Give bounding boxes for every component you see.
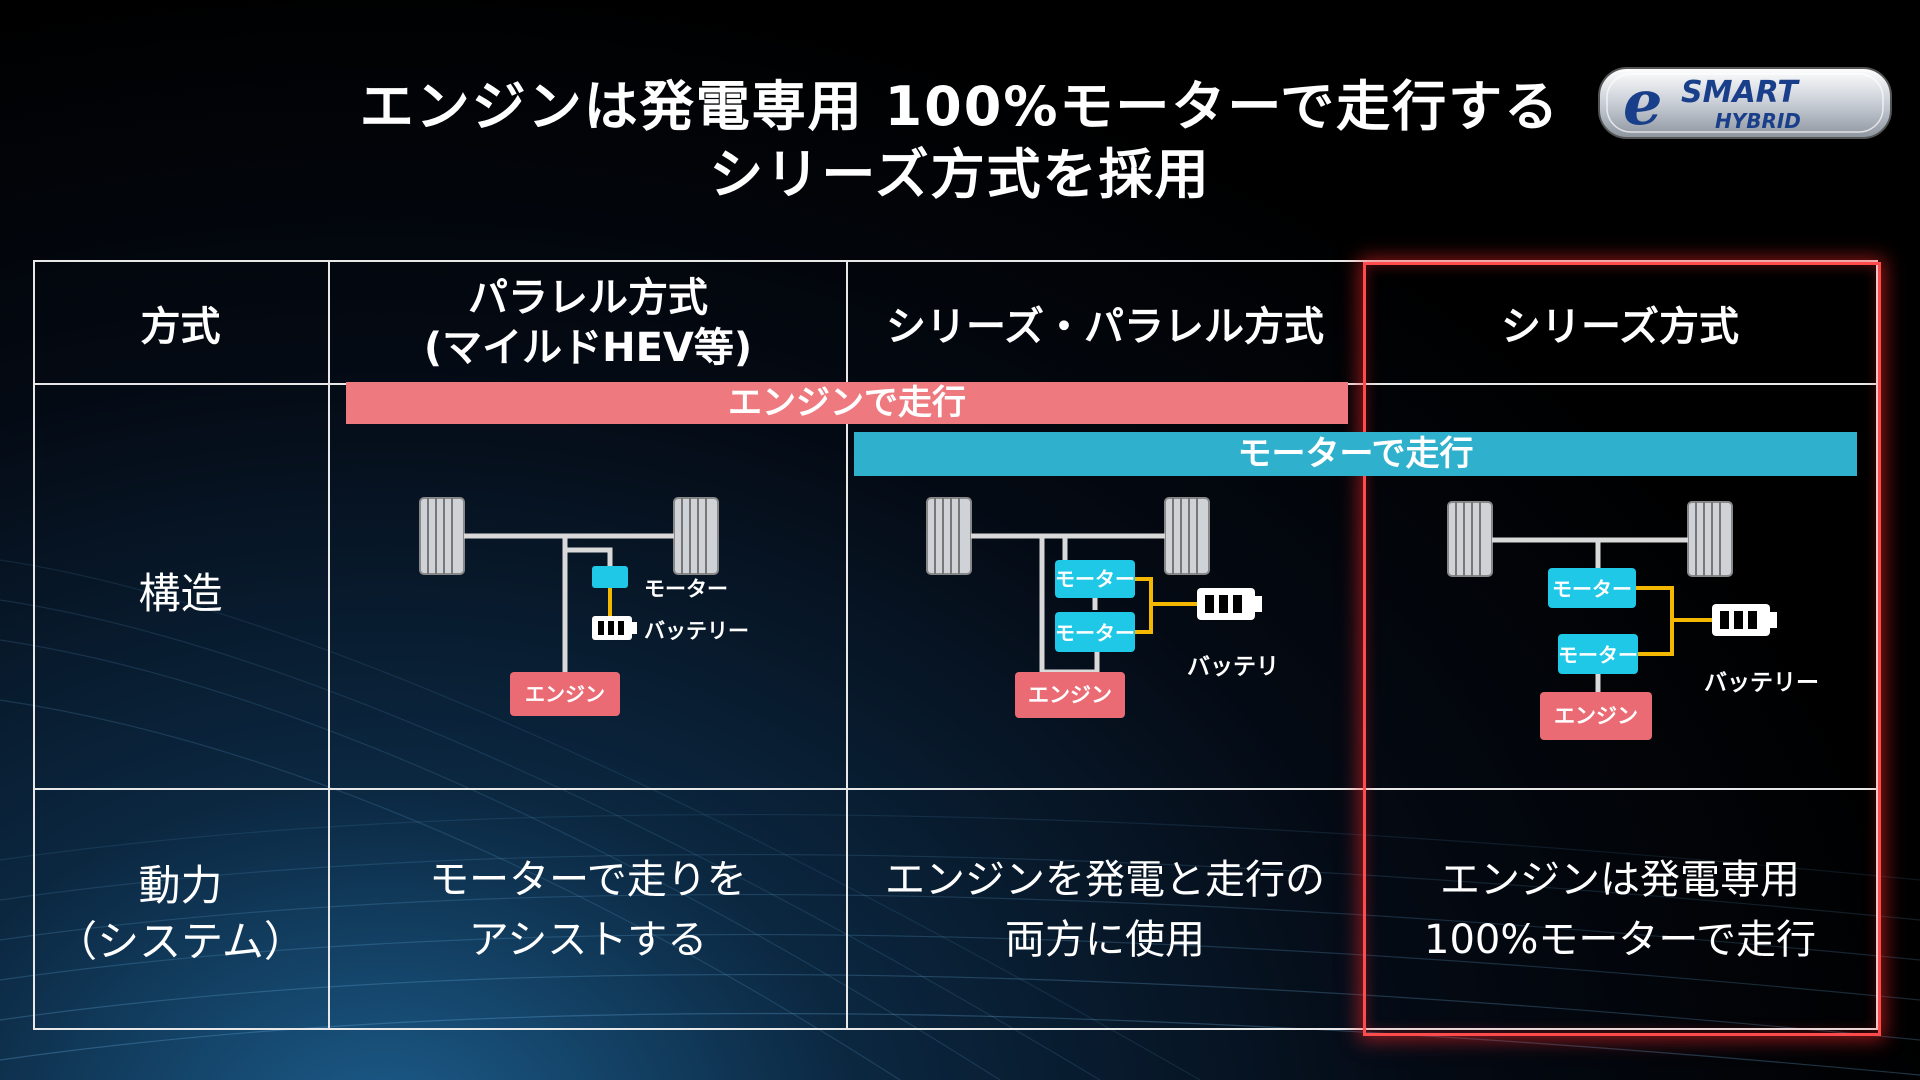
motor-box [592, 566, 628, 588]
esmart-hybrid-logo: e SMART HYBRID [1598, 66, 1892, 139]
battery-icon [1712, 604, 1777, 636]
power-series-parallel: エンジンを発電と走行の 両方に使用 [848, 850, 1362, 970]
wheel-icon [1164, 497, 1210, 575]
battery-label: バッテリー [1704, 670, 1819, 696]
motor-label: モーター [644, 577, 728, 601]
table-divider [328, 260, 330, 1030]
row-label-power-line1: 動力 [138, 861, 223, 910]
logo-hybrid: HYBRID [1715, 109, 1801, 133]
battery-label: バッテリー [1187, 654, 1275, 680]
engine-label: エンジン [1554, 704, 1638, 728]
drive-shaft [1492, 537, 1688, 568]
header-parallel-line1: パラレル方式 [468, 275, 708, 321]
battery-icon [1197, 588, 1262, 620]
table-divider [33, 788, 1878, 790]
header-parallel-line2: (マイルドHEV等) [423, 325, 753, 371]
wheel-icon [673, 497, 719, 575]
engine-box [1540, 692, 1652, 740]
power-parallel-line2: アシストする [468, 917, 708, 963]
header-series: シリーズ方式 [1501, 304, 1739, 350]
motor-box [1055, 560, 1135, 598]
row-label-power-line2: （システム） [55, 917, 306, 966]
motor-box [1055, 612, 1135, 652]
power-series-parallel-line1: エンジンを発電と走行の [885, 857, 1325, 903]
motor-box [1558, 634, 1638, 674]
header-series-parallel: シリーズ・パラレル方式 [886, 304, 1324, 350]
power-series-parallel-line2: 両方に使用 [1005, 917, 1205, 963]
series-structure-diagram: モーター モーター バッテリー エンジン [1447, 501, 1819, 740]
logo-mark: e [1623, 66, 1662, 139]
engine-label: エンジン [525, 682, 605, 706]
wheel-icon [1447, 501, 1493, 577]
motor-label: モーター [1055, 567, 1135, 591]
power-series-line1: エンジンは発電専用 [1440, 857, 1800, 903]
motor-label: モーター [1558, 643, 1638, 667]
wire [1636, 586, 1712, 656]
wheel-icon [419, 497, 465, 575]
drive-shaft [464, 533, 674, 680]
header-parallel: パラレル方式 (マイルドHEV等) [330, 262, 846, 384]
series-parallel-structure-diagram: モーター モーター バッテリー エンジン [926, 497, 1275, 718]
motor-label: モーター [1552, 577, 1632, 601]
page-title-line2: シリーズ方式を採用 [709, 143, 1211, 206]
logo-smart: SMART [1681, 75, 1800, 110]
table-divider [846, 260, 848, 1030]
power-parallel: モーターで走りを アシストする [330, 850, 846, 970]
wheel-icon [926, 497, 972, 575]
motor-drive-band: モーターで走行 [854, 432, 1857, 476]
engine-drive-band: エンジンで走行 [346, 382, 1348, 424]
engine-box [1015, 672, 1125, 718]
power-parallel-line1: モーターで走りを [429, 857, 747, 903]
battery-icon [592, 616, 637, 640]
wire [1135, 577, 1197, 634]
series-highlight-frame [1363, 262, 1881, 1036]
motor-label: モーター [1055, 621, 1135, 645]
battery-label: バッテリー [644, 619, 749, 643]
engine-box [510, 672, 620, 716]
row-label-structure: 構造 [138, 569, 223, 618]
motor-box [1548, 568, 1636, 608]
parallel-structure-diagram: モーター バッテリー エンジン [419, 497, 749, 716]
page-title-line1: エンジンは発電専用 100%モーターで走行する [359, 75, 1561, 138]
power-series-line2: 100%モーターで走行 [1424, 917, 1816, 963]
engine-label: エンジン [1028, 683, 1112, 707]
wheel-icon [1687, 501, 1733, 577]
power-series: エンジンは発電専用 100%モーターで走行 [1365, 850, 1875, 970]
row-label-power: 動力 （システム） [33, 858, 328, 970]
table-border [33, 260, 1878, 1030]
header-method: 方式 [140, 304, 221, 350]
